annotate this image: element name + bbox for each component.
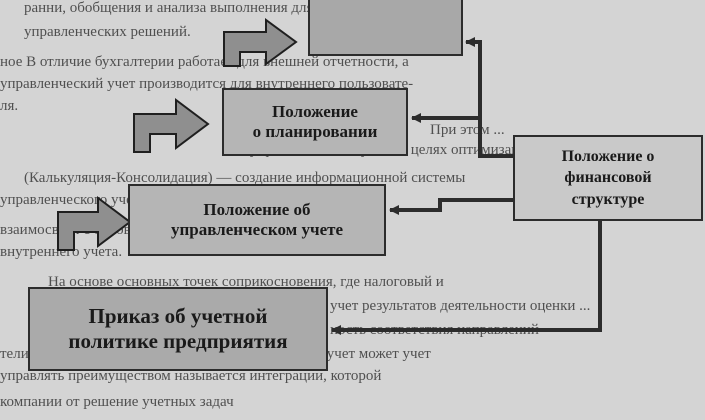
- background-line: На основе основных точек соприкосновения…: [48, 274, 444, 290]
- connector-to-top: [465, 37, 513, 158]
- financial-structure-box: Положение о финансовой структуре: [513, 135, 703, 221]
- bent-arrow-icon: [133, 98, 210, 153]
- background-line: внутреннего учета.: [0, 244, 123, 260]
- background-line: учет результатов деятельности оценки ...: [330, 298, 591, 314]
- top-partial-box: [308, 0, 463, 56]
- accounting-policy-order-box: Приказ об учетной политике предприятия: [28, 287, 328, 371]
- box-line: Положение о: [561, 147, 655, 165]
- background-line: управленческих решений.: [24, 24, 191, 40]
- box-line: структуре: [571, 190, 645, 208]
- box-line: Положение: [272, 101, 358, 121]
- box-line: финансовой: [564, 169, 652, 187]
- bent-arrow-icon: [223, 18, 298, 67]
- planning-regulation-box: Положение о планировании: [222, 88, 408, 156]
- background-line: При этом ...: [430, 122, 505, 138]
- background-line: ное В отличие бухгалтерии работает для в…: [0, 54, 409, 70]
- connector-to-order: [331, 221, 602, 335]
- bent-arrow-icon: [57, 196, 132, 251]
- box-line: Приказ об учетной: [88, 303, 268, 328]
- box-line: управленческом учете: [170, 220, 344, 239]
- background-line: ля.: [0, 98, 19, 114]
- background-line: компании от решение учетных задач: [0, 394, 234, 410]
- box-line: Положение об: [203, 199, 311, 219]
- box-line: политике предприятия: [68, 329, 288, 353]
- background-line: (Калькуляция-Консолидация) — создание ин…: [24, 170, 466, 186]
- background-line: управленческого учета.: [0, 192, 150, 208]
- box-line: о планировании: [252, 122, 378, 141]
- connector-to-management: [389, 198, 513, 215]
- background-line: управлять преимуществом называется интег…: [0, 368, 382, 384]
- management-accounting-box: Положение об управленческом учете: [128, 184, 386, 256]
